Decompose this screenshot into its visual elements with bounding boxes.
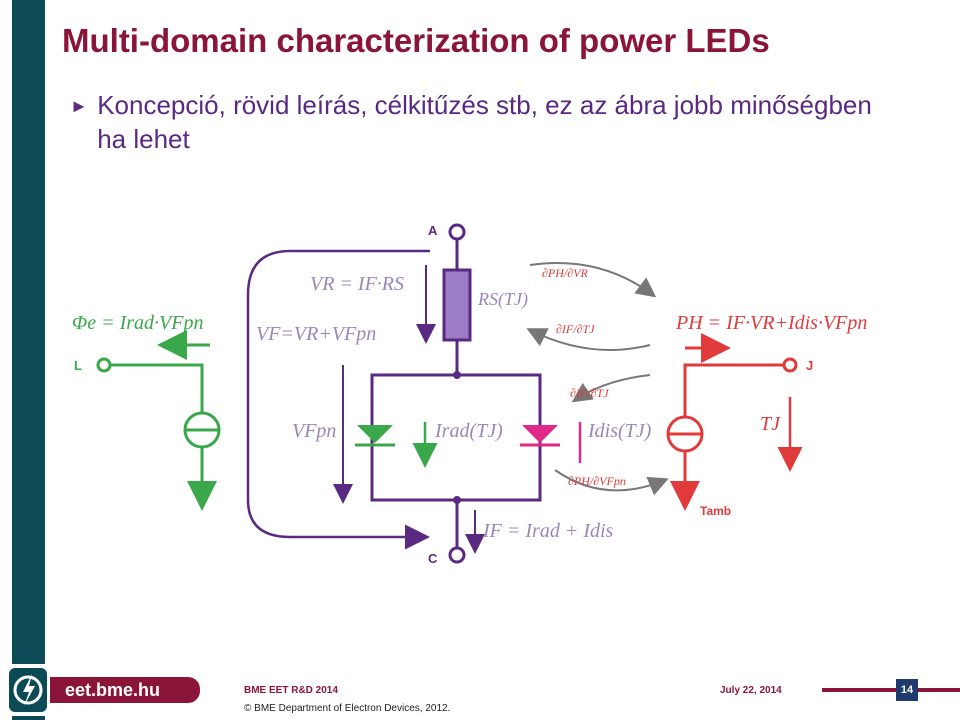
left-sidebar-bar [12,0,45,670]
label-node-a: A [428,223,438,238]
lightning-icon [13,674,43,706]
optical-domain [96,330,221,511]
label-node-c: C [428,551,438,566]
label-vfpn: VFpn [292,420,336,442]
bme-logo [5,664,51,716]
node-j-terminal [782,357,798,373]
label-d4: ∂PH/∂VFpn [568,474,626,488]
equation-vf: VF=VR+VFpn [256,323,376,345]
footer-divider [822,688,896,692]
node-a-terminal [448,223,466,241]
bme-logo-mark [9,668,47,712]
equation-vr: VR = IF·RS [310,273,404,295]
coupling-arrows [526,262,669,496]
footer-copyright: © BME Department of Electron Devices, 20… [244,703,451,714]
site-banner: eet.bme.hu [50,677,200,703]
green-led-icon [357,425,393,443]
bullet-point: ► Koncepció, rövid leírás, célkitűzés st… [70,88,890,156]
page-number: 14 [896,679,918,701]
thermal-domain [666,333,803,511]
site-link[interactable]: eet.bme.hu [65,680,161,700]
label-t-amb: Tamb [700,504,731,518]
bullet-text: Koncepció, rövid leírás, célkitűzés stb,… [97,90,872,154]
label-d3: ∂IF/∂TJ [570,386,609,400]
equation-phi: Φe = Irad·VFpn [72,312,203,334]
label-d1: ∂PH/∂VR [542,266,589,280]
label-idis: Idis(TJ) [587,420,652,442]
pink-led-icon [522,425,558,443]
label-node-j: J [806,358,813,373]
node-c-terminal [448,546,466,564]
slide-title: Multi-domain characterization of power L… [62,22,770,59]
equation-ph: PH = IF·VR+Idis·VFpn [675,312,867,334]
label-node-l: L [74,358,82,373]
label-rs: RS(TJ) [477,289,528,310]
label-d2: ∂IF/∂TJ [556,322,595,336]
label-tj: TJ [760,413,781,435]
node-l-terminal [96,357,112,373]
led-circuit-diagram: A C L J Tamb VR = IF·RS VF=VR+VFpn Φe = … [72,223,867,566]
footer-divider-right [918,688,960,692]
equation-if: IF = Irad + Idis [482,520,614,542]
bullet-marker: ► [70,96,88,116]
footer-date: July 22, 2014 [720,685,782,696]
footer-event: BME EET R&D 2014 [244,685,338,696]
label-irad: Irad(TJ) [434,420,503,442]
